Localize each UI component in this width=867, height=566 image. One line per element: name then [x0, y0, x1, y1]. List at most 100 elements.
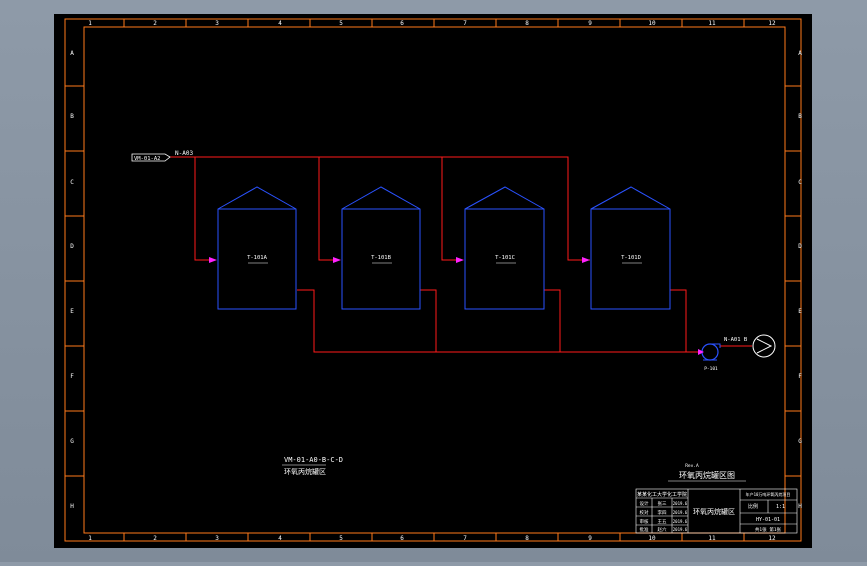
tank-3[interactable]: T-101C	[464, 186, 545, 310]
title-block-text: 某某化工大学化工学院 设计 张三 2019.6 校对 李四 2019.6 审核 …	[637, 491, 790, 533]
row-label-left: F	[70, 373, 74, 380]
row-label-right: B	[798, 113, 802, 120]
signoff-role-1: 设计	[640, 500, 649, 507]
row-label-right: C	[798, 179, 802, 186]
drawing-note-line2: 环氧丙烷罐区	[284, 467, 326, 476]
tank-1[interactable]: T-101A	[217, 186, 297, 310]
column-label-top: 3	[215, 20, 219, 27]
row-label-left: E	[70, 308, 74, 315]
column-label-bottom: 7	[463, 535, 467, 542]
tank-2-label: T-101B	[371, 255, 392, 261]
column-label-bottom: 8	[525, 535, 529, 542]
row-label-left: C	[70, 179, 74, 186]
pump-outlet	[710, 343, 721, 348]
feed-connector-shape	[131, 153, 171, 162]
row-label-right: D	[798, 243, 802, 250]
column-label-top: 11	[708, 20, 716, 27]
tank-4[interactable]: T-101D	[590, 186, 671, 310]
paper-background	[54, 14, 812, 548]
column-label-top: 12	[768, 20, 776, 27]
outlet-connector-arrow	[756, 338, 773, 354]
signoff-date-2: 2019.6	[673, 510, 688, 515]
row-label-left: A	[70, 50, 74, 57]
column-label-bottom: 4	[278, 535, 282, 542]
signoff-role-3: 审核	[640, 518, 649, 525]
row-label-right: F	[798, 373, 802, 380]
title-header: Rev.A 环氧丙烷罐区图	[668, 463, 746, 482]
inlet-arrow-3	[456, 257, 464, 263]
column-label-bottom: 6	[400, 535, 404, 542]
inlet-arrow-4	[582, 257, 590, 263]
tank-1-body	[217, 186, 297, 310]
feed-connector-tag: VM-01-A2	[134, 156, 161, 162]
row-label-right: H	[798, 503, 802, 510]
row-label-right: A	[798, 50, 802, 57]
drawing-note: VM-01-A0-B-C-D 环氧丙烷罐区	[282, 456, 343, 476]
column-label-bottom: 2	[153, 535, 157, 542]
column-label-top: 1	[88, 20, 92, 27]
signoff-role-2: 校对	[640, 509, 649, 516]
drawing-note-line1: VM-01-A0-B-C-D	[284, 456, 343, 464]
feed-connector[interactable]: VM-01-A2 N-A03	[131, 150, 193, 162]
signoff-name-2: 李四	[658, 509, 667, 516]
tank-4-label: T-101D	[621, 255, 641, 261]
outer-frame	[64, 18, 802, 542]
title-block-scale-value: 1:1	[776, 504, 785, 510]
row-labels-right: A B C D E F G H	[785, 50, 802, 510]
row-label-right: E	[798, 308, 802, 315]
column-label-bottom: 12	[768, 535, 776, 542]
signoff-name-4: 赵六	[658, 526, 667, 533]
inlet-arrow-2	[333, 257, 341, 263]
tank-4-body	[590, 186, 671, 310]
tank-2-body	[341, 186, 421, 310]
row-label-right: G	[798, 438, 802, 445]
feed-line-label: N-A03	[175, 150, 193, 157]
signoff-date-3: 2019.6	[673, 519, 688, 524]
column-label-top: 5	[339, 20, 343, 27]
column-label-top: 10	[648, 20, 656, 27]
tank-3-body	[464, 186, 545, 310]
column-label-bottom: 1	[88, 535, 92, 542]
title-block-scale-label: 比例	[748, 503, 758, 510]
pump-inlet-arrow	[698, 349, 704, 355]
inlet-arrows	[209, 257, 590, 263]
signoff-name-1: 张三	[658, 500, 667, 507]
feed-header-pipe	[170, 156, 590, 261]
column-label-top: 4	[278, 20, 282, 27]
column-label-bottom: 3	[215, 535, 219, 542]
inlet-arrow-1	[209, 257, 217, 263]
row-label-left: H	[70, 503, 74, 510]
title-block	[635, 488, 798, 534]
title-header-main: 环氧丙烷罐区图	[679, 470, 735, 480]
column-label-bottom: 10	[648, 535, 656, 542]
outlet-connector-circle	[752, 334, 776, 358]
tank-2[interactable]: T-101B	[341, 186, 421, 310]
tank-3-label: T-101C	[495, 255, 515, 261]
column-label-bottom: 11	[708, 535, 716, 542]
title-block-project: 年产10万吨环氧丙烷项目	[746, 491, 791, 497]
row-label-left: G	[70, 438, 74, 445]
column-label-top: 9	[588, 20, 592, 27]
signoff-date-4: 2019.6	[673, 527, 688, 532]
title-block-institute: 某某化工大学化工学院	[637, 491, 687, 498]
row-label-left: B	[70, 113, 74, 120]
column-label-top: 6	[400, 20, 404, 27]
title-block-sheet-info: 共1张 第1张	[755, 526, 782, 533]
pump-discharge-line-label: N-A01 B	[724, 337, 748, 343]
column-label-top: 8	[525, 20, 529, 27]
centrifugal-pump[interactable]: P-101	[698, 343, 721, 372]
signoff-role-4: 批准	[640, 526, 649, 533]
outlet-connector[interactable]	[752, 334, 776, 358]
column-label-top: 2	[153, 20, 157, 27]
signoff-date-1: 2019.6	[673, 501, 688, 506]
column-label-top: 7	[463, 20, 467, 27]
title-block-sheet-name: 环氧丙烷罐区	[693, 507, 735, 516]
tank-1-label: T-101A	[247, 255, 268, 261]
signoff-name-3: 王五	[658, 519, 667, 525]
column-label-bottom: 9	[588, 535, 592, 542]
